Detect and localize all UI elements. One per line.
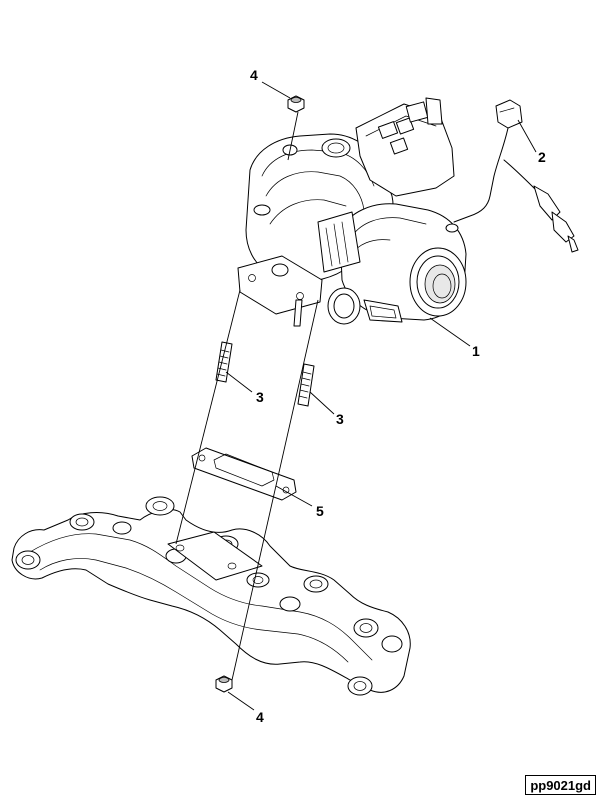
- callout-4-top: 4: [250, 67, 258, 83]
- callout-3-right: 3: [336, 411, 344, 427]
- callout-2: 2: [538, 149, 546, 165]
- callout-1: 1: [472, 343, 480, 359]
- callout-3-left: 3: [256, 389, 264, 405]
- nut-bottom: [215, 675, 233, 693]
- leader-lines: [175, 81, 537, 711]
- turbo-gasket: [191, 447, 297, 501]
- callout-5: 5: [316, 503, 324, 519]
- figure-code: pp9021gd: [525, 775, 596, 795]
- turbocharger: [237, 97, 467, 327]
- nut-top: [287, 95, 305, 113]
- exhaust-manifold: [11, 496, 411, 696]
- stud-right: [297, 363, 315, 407]
- speed-sensor: [453, 99, 579, 253]
- callout-4-bottom: 4: [256, 709, 264, 725]
- callout-labels: 1 2 3 3 4 4 5: [250, 67, 546, 725]
